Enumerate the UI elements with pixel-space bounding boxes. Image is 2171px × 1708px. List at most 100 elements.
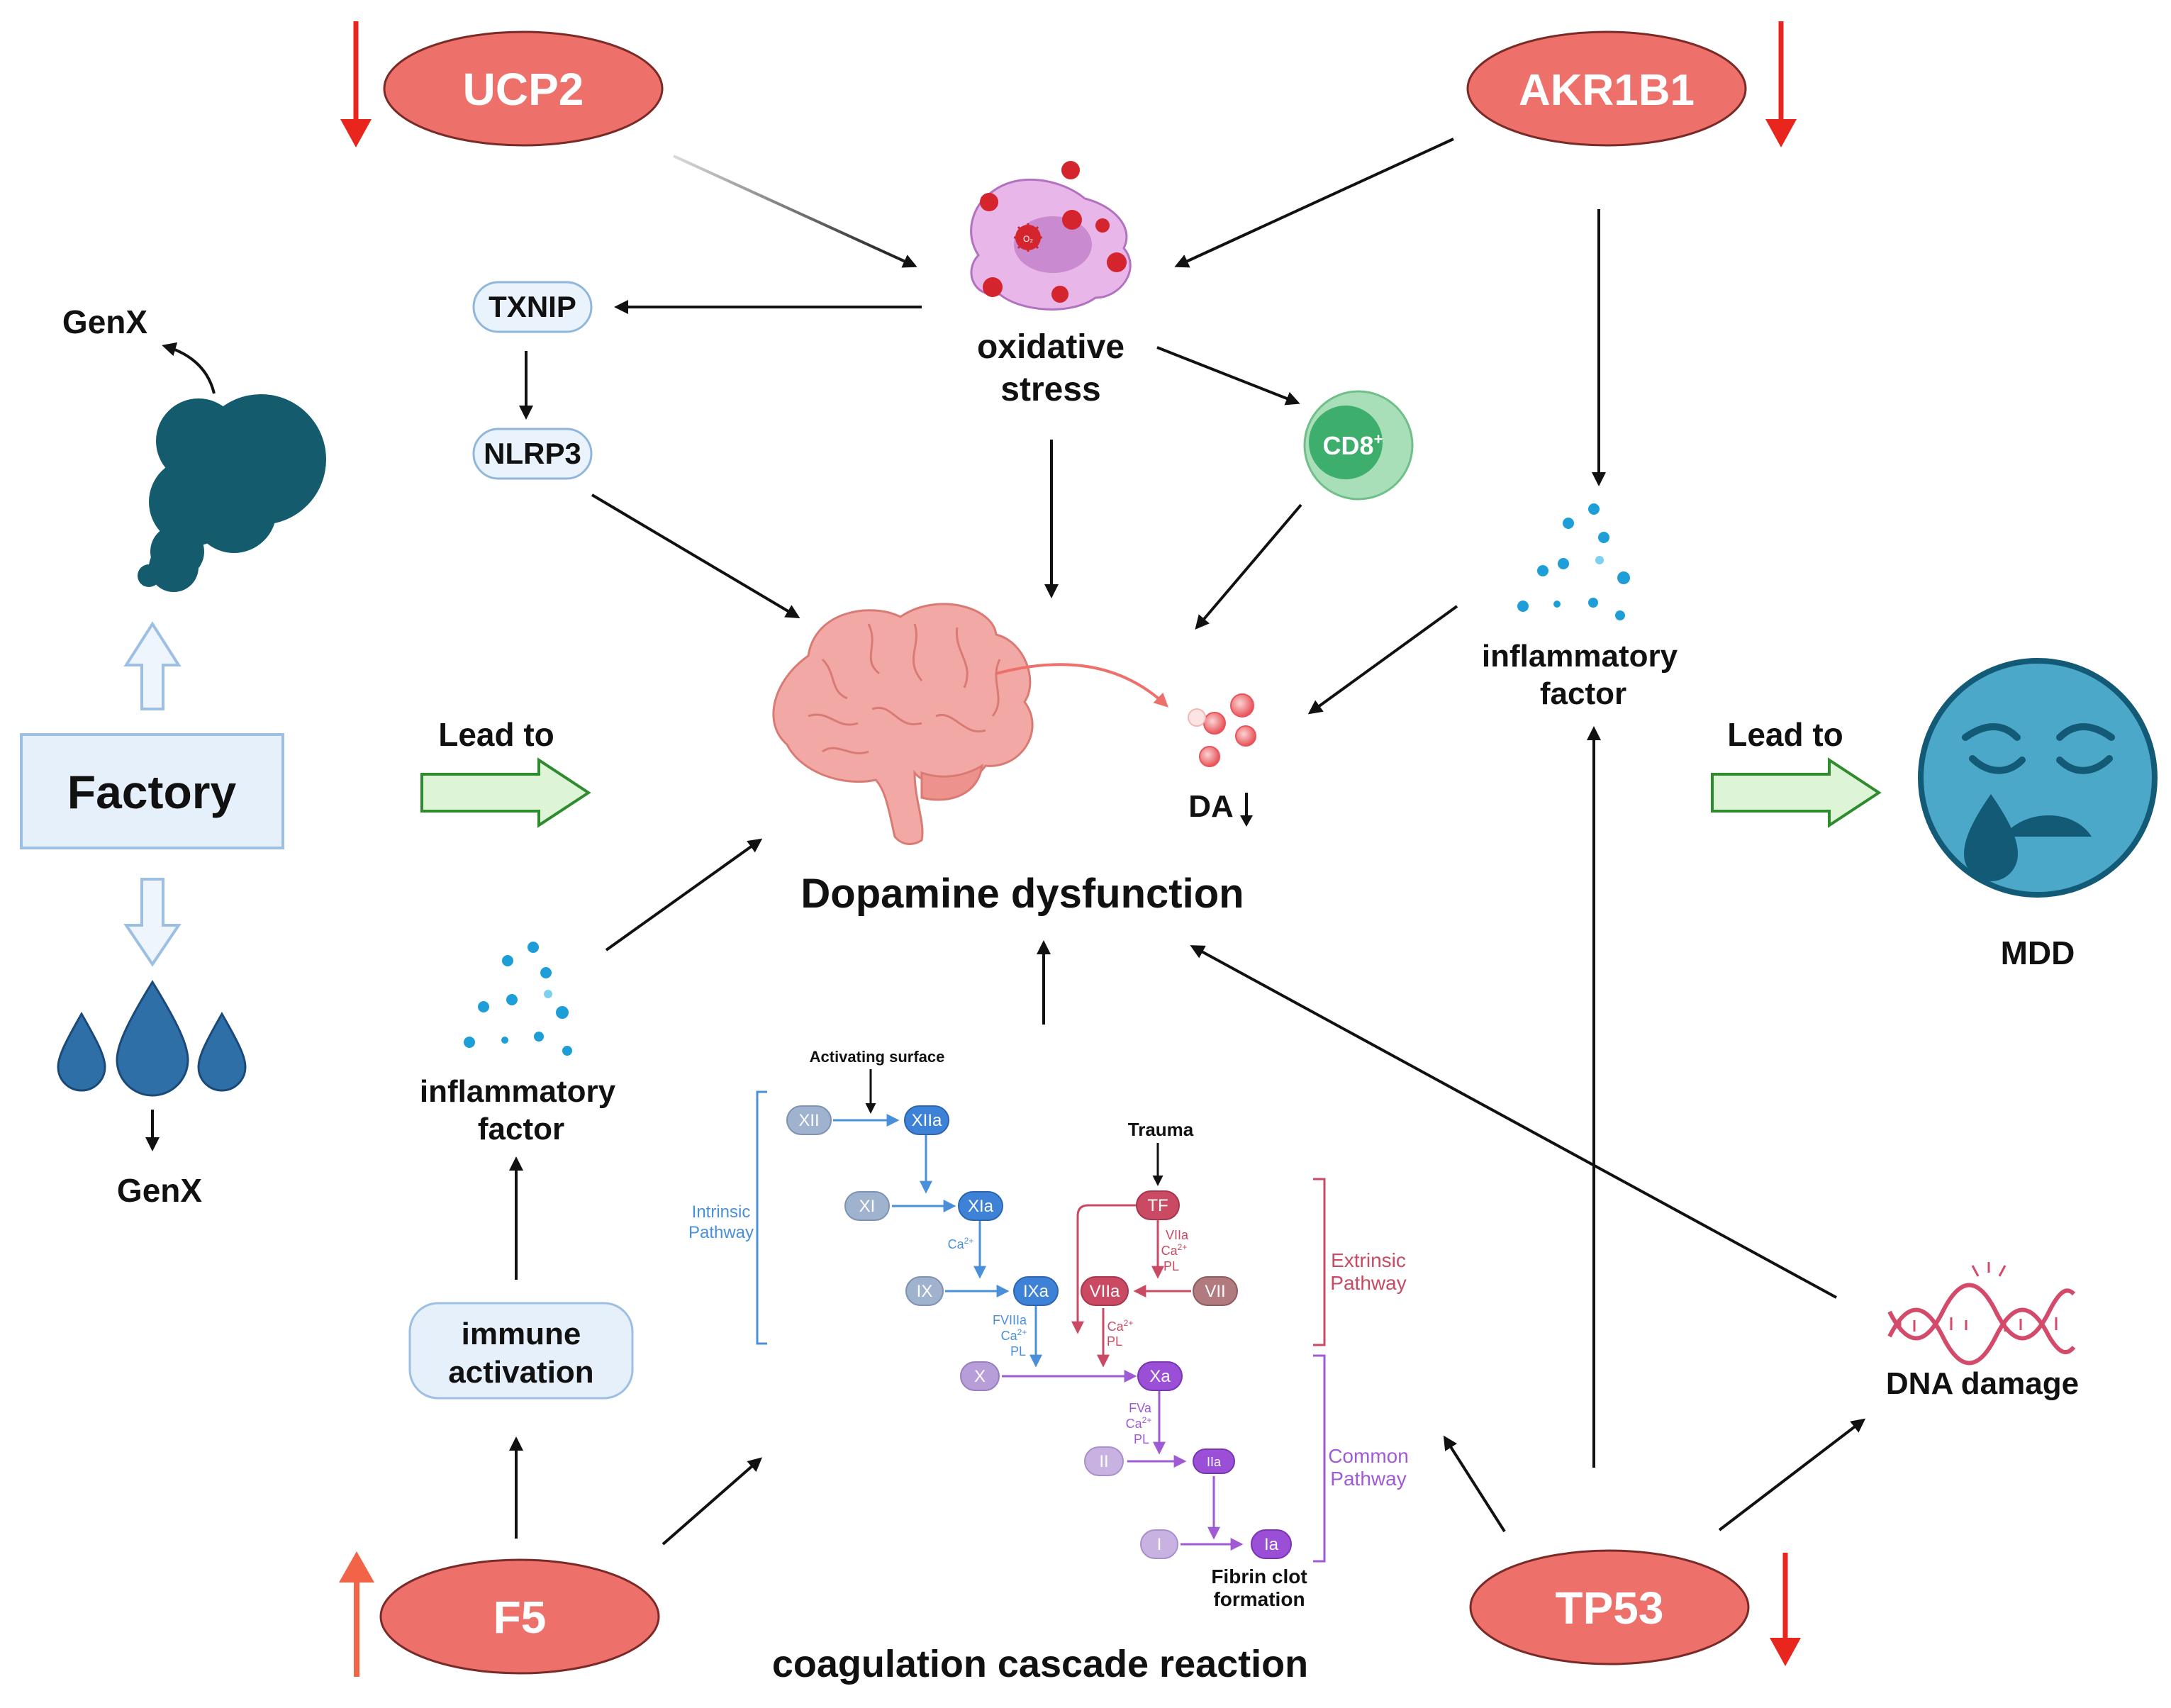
- factor-ix: [905, 1276, 944, 1306]
- coagulation-cascade: Activating surface Trauma Intrinsic Path…: [688, 1048, 1409, 1610]
- inflammatory-right-line2: factor: [1540, 676, 1626, 711]
- inflammatory-right-line1: inflammatory: [1482, 639, 1678, 674]
- factory-box: Factory: [20, 733, 284, 849]
- cofactor-fviiia-line1: FVIIIa: [993, 1313, 1027, 1327]
- factory-label: Factory: [67, 766, 237, 818]
- brain-to-da-arrow: [995, 663, 1168, 708]
- common-line1: Common: [1328, 1445, 1409, 1467]
- cofactor-fva-line3: PL: [1134, 1432, 1149, 1446]
- dna-helix-icon: [1887, 1262, 2076, 1366]
- inflammatory-to-da-arrow: [1307, 605, 1458, 715]
- factor-x: [960, 1361, 1000, 1391]
- factor-xi-label: XI: [859, 1197, 876, 1216]
- factor-ia-label: Ia: [1264, 1535, 1279, 1554]
- cofactor-viia-line1: VIIa: [1166, 1228, 1189, 1242]
- nlrp3-to-brain-arrow: [591, 493, 800, 619]
- cofactor-ext-x-line2: PL: [1107, 1334, 1122, 1349]
- extrinsic-line1: Extrinsic: [1331, 1249, 1406, 1271]
- cofactor-fviiia-line3: PL: [1010, 1344, 1026, 1358]
- down-hollow-arrow-icon: [123, 878, 182, 967]
- lead-to-left-arrow: [420, 757, 591, 828]
- factor-ixa-label: IXa: [1023, 1282, 1049, 1301]
- mdd-label: MDD: [2001, 934, 2075, 971]
- factor-xiia: [904, 1105, 949, 1135]
- tp53-to-dna-damage-arrow: [1718, 1418, 1866, 1531]
- factor-x-label: X: [974, 1367, 986, 1386]
- immune-activation-line2: activation: [448, 1355, 593, 1390]
- factor-viia-label: VIIa: [1090, 1282, 1120, 1301]
- cofactor-fva-line1: FVa: [1129, 1401, 1152, 1415]
- factor-ixa: [1013, 1276, 1059, 1306]
- factor-xiia-label: XIIa: [912, 1111, 942, 1130]
- sad-face-icon: [1918, 658, 2158, 898]
- up-arrow-f5: [339, 1551, 374, 1677]
- oxidative-stress-cell-icon: O₂: [970, 161, 1132, 311]
- gene-ucp2-label: UCP2: [463, 64, 584, 115]
- immune-activation-node: immune activation: [408, 1302, 634, 1400]
- cd8-label: CD8+: [1323, 430, 1383, 460]
- fibrin-line2: formation: [1213, 1588, 1305, 1610]
- factor-ii: [1084, 1446, 1124, 1476]
- extrinsic-line2: Pathway: [1330, 1272, 1406, 1294]
- factor-tf: [1136, 1190, 1180, 1220]
- cd8-cell-icon: CD8+: [1303, 390, 1414, 501]
- cofactor-viia-line2: Ca2+: [1161, 1242, 1188, 1258]
- da-decrease-arrow: [1240, 793, 1253, 827]
- dopamine-dysfunction-title: Dopamine dysfunction: [800, 871, 1244, 917]
- cofactor-fva-line2: Ca2+: [1126, 1415, 1152, 1431]
- factor-tf-label: TF: [1147, 1196, 1168, 1215]
- gene-tp53-label: TP53: [1556, 1583, 1664, 1634]
- cd8-to-da-arrow: [1195, 503, 1302, 630]
- water-droplets-icon: [57, 980, 247, 1097]
- immune-activation-line1: immune: [462, 1317, 581, 1351]
- nlrp3-node: NLRP3: [472, 428, 593, 480]
- akr1b1-to-oxstress-arrow: [1174, 138, 1454, 268]
- ucp2-to-oxstress-arrow: [673, 155, 917, 268]
- down-arrow-akr1b1: [1765, 21, 1797, 147]
- pathway-arrows: [509, 138, 1866, 1546]
- inflammatory-left-line1: inflammatory: [420, 1074, 616, 1109]
- o2-label: O₂: [1023, 234, 1033, 244]
- txnip-node: TXNIP: [472, 281, 593, 333]
- genx-air-label-group: GenX: [62, 303, 216, 394]
- cofactor-ext-x-line1: Ca2+: [1107, 1318, 1134, 1334]
- factor-iia: [1193, 1449, 1235, 1474]
- nlrp3-label: NLRP3: [484, 437, 581, 470]
- factor-xi: [844, 1191, 890, 1221]
- factor-ix-label: IX: [917, 1282, 933, 1301]
- factor-ii-label: II: [1099, 1452, 1108, 1471]
- cofactor-fviiia-line2: Ca2+: [1001, 1327, 1027, 1343]
- genx-water-label: GenX: [117, 1172, 202, 1209]
- coagulation-title: coagulation cascade reaction: [772, 1643, 1308, 1685]
- brain-icon: [772, 603, 1034, 845]
- factor-xa: [1137, 1361, 1183, 1391]
- f5-to-coagulation-arrow: [662, 1457, 763, 1546]
- tp53-to-coagulation-arrow: [1443, 1435, 1506, 1533]
- trauma-label: Trauma: [1128, 1119, 1194, 1140]
- oxidative-stress-line2: stress: [1000, 371, 1100, 408]
- factor-i: [1140, 1529, 1178, 1559]
- factor-vii-label: VII: [1205, 1282, 1225, 1301]
- da-label: DA: [1188, 789, 1234, 824]
- factor-i-label: I: [1157, 1535, 1162, 1554]
- oxidative-stress-line1: oxidative: [977, 328, 1124, 366]
- inflammatory-left-line2: factor: [478, 1112, 564, 1146]
- dna-damage-to-dysfunction-arrow: [1190, 945, 1837, 1299]
- gene-ucp2: UCP2: [383, 30, 664, 147]
- factor-xii-label: XII: [798, 1111, 819, 1130]
- factor-iia-label: IIa: [1207, 1455, 1222, 1469]
- oxstress-to-cd8-arrow: [1156, 346, 1300, 406]
- dopamine-molecules-icon: [1188, 693, 1256, 767]
- inflammatory-dots-left-icon: [464, 942, 572, 1056]
- gene-akr1b1-label: AKR1B1: [1519, 66, 1695, 115]
- activating-surface-label: Activating surface: [810, 1048, 945, 1066]
- inflammatory-dots-right-icon: [1517, 503, 1630, 620]
- gene-f5-label: F5: [493, 1592, 547, 1643]
- factor-xia-label: XIa: [968, 1197, 994, 1216]
- cofactor-ca-ix: Ca2+: [948, 1236, 974, 1251]
- lead-to-right-arrow: [1711, 757, 1882, 828]
- factor-vii: [1193, 1276, 1238, 1306]
- smoke-cloud-icon: [138, 394, 326, 592]
- down-arrow-ucp2: [340, 21, 372, 147]
